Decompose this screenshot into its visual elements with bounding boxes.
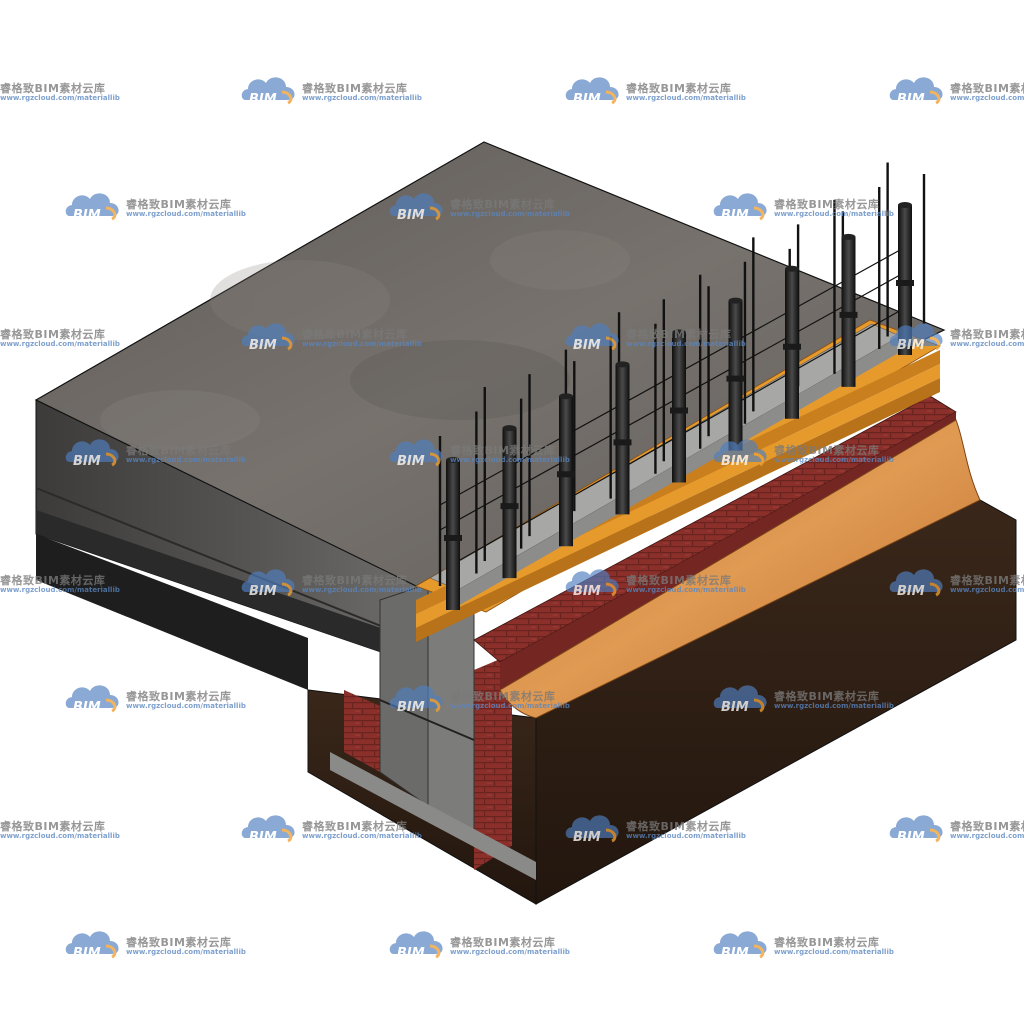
pipe-sleeve — [444, 457, 462, 610]
slab-texture — [100, 230, 630, 450]
brick-wall-front — [344, 690, 380, 772]
step-face — [36, 534, 308, 690]
pit-floor-strip — [330, 752, 536, 880]
pipe-sleeve — [896, 202, 914, 355]
pipe-sleeve — [783, 265, 801, 419]
pipe-sleeve — [726, 297, 745, 451]
brick-wall-right — [474, 654, 512, 870]
pipe-sleeve — [613, 361, 632, 515]
insulation-layer-3 — [416, 364, 940, 628]
insulation-layer-4 — [416, 378, 940, 642]
brick-wall-face — [500, 412, 956, 690]
pipe-sleeve — [670, 329, 688, 483]
pipe-sleeve — [500, 425, 519, 579]
pipe-sleeve — [839, 233, 858, 387]
slab-base-strip — [36, 510, 416, 664]
waterproof-membrane — [499, 419, 981, 719]
slab-side-seam — [35, 487, 417, 641]
pipe-sleeves — [444, 202, 914, 610]
pipe-sleeve — [557, 393, 575, 547]
